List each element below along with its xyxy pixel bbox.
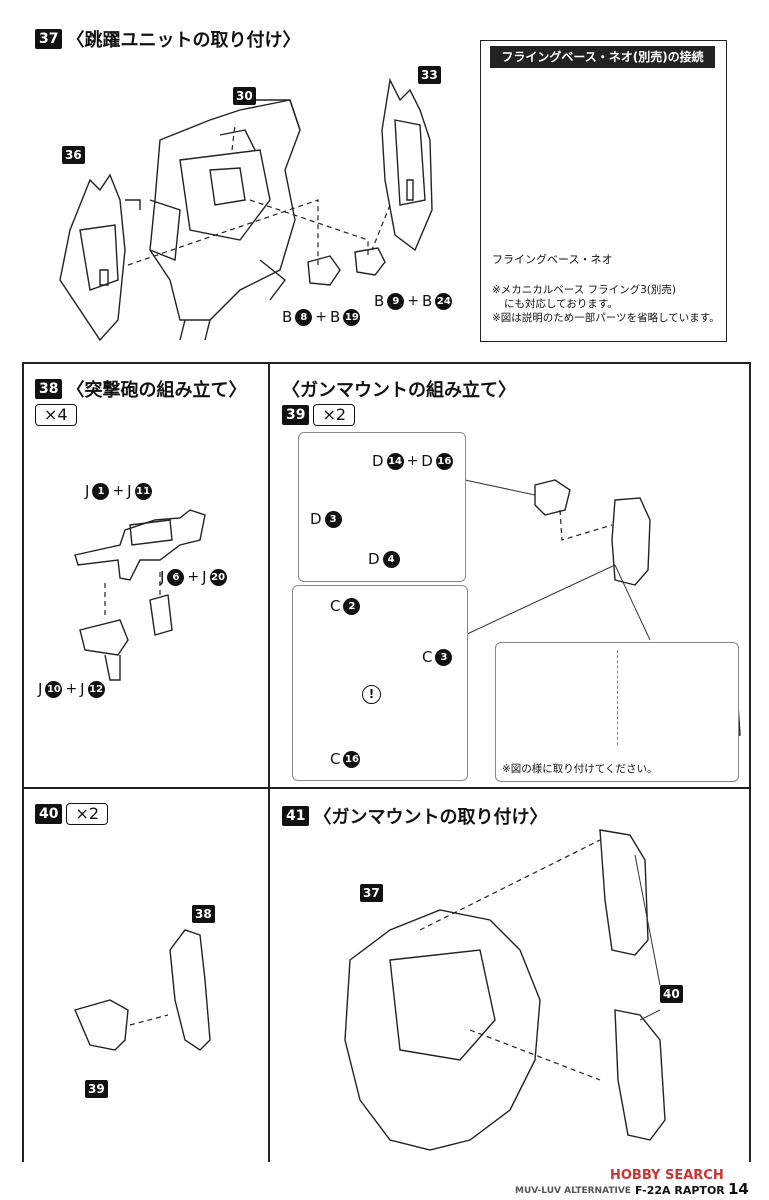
final-assembly-illustration bbox=[344, 829, 666, 1151]
footer-model: F-22A RAPTOR bbox=[635, 1184, 725, 1197]
step-37-heading: 37 〈跳躍ユニットの取り付け〉 bbox=[35, 26, 300, 52]
detail-divider bbox=[617, 650, 619, 745]
step-39-number-count: 39 ×2 bbox=[282, 404, 356, 426]
caution-icon: ! bbox=[362, 685, 381, 704]
divider-horizontal-1 bbox=[22, 362, 750, 364]
inset-note-3: ※図は説明のため一部パーツを省略しています。 bbox=[492, 312, 720, 324]
inset-note-1: ※メカニカルベース フライング3(別売) bbox=[492, 284, 676, 296]
hobby-search-watermark: HOBBY SEARCH bbox=[610, 1168, 724, 1183]
part-callout-36: 36 bbox=[62, 146, 85, 164]
step-39-heading: 〈ガンマウントの組み立て〉 bbox=[282, 376, 516, 402]
divider-vertical-1 bbox=[268, 362, 270, 787]
footer-series: MUV-LUV ALTERNATIVE bbox=[515, 1186, 631, 1196]
inset-title: フライングベース・ネオ(別売)の接続 bbox=[490, 46, 715, 68]
frame-left bbox=[22, 362, 24, 1162]
joint-part-b8 bbox=[307, 255, 341, 286]
c-parts-box bbox=[292, 585, 468, 781]
part-callout-39: 39 bbox=[85, 1080, 108, 1098]
jump-unit-right-illustration bbox=[381, 77, 433, 252]
step-title: 〈跳躍ユニットの取り付け〉 bbox=[66, 30, 301, 51]
step-38-count: ×4 bbox=[35, 404, 77, 426]
page-number: 14 bbox=[728, 1180, 749, 1198]
part-callout-37: 37 bbox=[360, 884, 383, 902]
step-title: 〈ガンマウントの取り付け〉 bbox=[313, 807, 548, 828]
gun-mount-with-cannon-illustration bbox=[74, 929, 211, 1051]
detail-note: ※図の様に取り付けてください。 bbox=[502, 763, 658, 775]
flying-base-inset bbox=[480, 40, 727, 342]
mecha-body-illustration bbox=[149, 99, 301, 341]
part-callout-40: 40 bbox=[660, 985, 683, 1003]
assault-cannon-illustration bbox=[74, 509, 206, 681]
step-number: 38 bbox=[35, 379, 63, 399]
divider-horizontal-2 bbox=[22, 787, 750, 789]
part-callout-38: 38 bbox=[192, 905, 215, 923]
step-number: 37 bbox=[35, 29, 63, 49]
part-callout-30: 30 bbox=[233, 87, 256, 105]
step-title: 〈ガンマウントの組み立て〉 bbox=[282, 380, 516, 401]
divider-vertical-2 bbox=[268, 787, 270, 1162]
step-40-heading: 40 ×2 bbox=[35, 803, 109, 825]
inset-note-2: にも対応しております。 bbox=[504, 298, 618, 310]
step-41-heading: 41 〈ガンマウントの取り付け〉 bbox=[282, 803, 547, 829]
part-callout-33: 33 bbox=[418, 66, 441, 84]
jump-unit-left-illustration bbox=[59, 173, 141, 342]
frame-right bbox=[749, 362, 751, 1162]
joint-part-b9 bbox=[354, 247, 386, 276]
inset-label: フライングベース・ネオ bbox=[492, 253, 613, 266]
step-title: 〈突撃砲の組み立て〉 bbox=[66, 380, 247, 401]
step-38-heading: 38 〈突撃砲の組み立て〉 bbox=[35, 376, 246, 402]
